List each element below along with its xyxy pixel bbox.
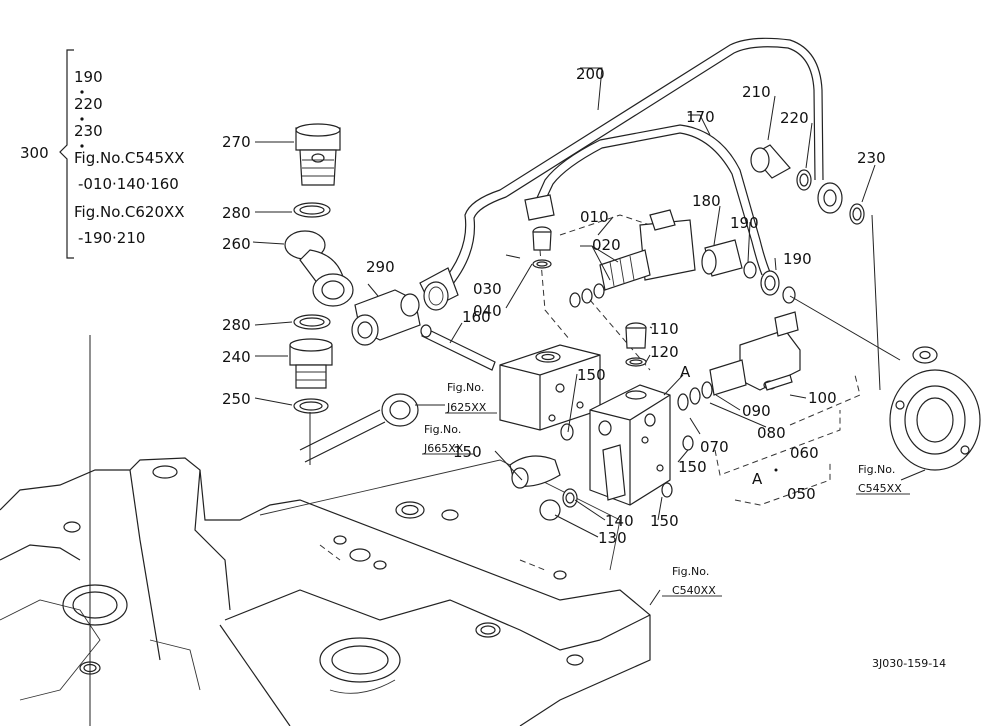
fitting-110 (625, 322, 647, 367)
label-a-2: A (752, 470, 763, 488)
ref-j665-line2: J665XX (423, 442, 464, 455)
solenoid-valve-020 (569, 209, 696, 308)
label-280-b: 280 (222, 316, 251, 334)
label-140: 140 (605, 512, 634, 530)
bracket-line-7: -190·210 (78, 229, 145, 247)
transmission-case (0, 457, 651, 726)
figure-references: Fig.No. J625XX Fig.No. J665XX Fig.No. C5… (422, 381, 910, 597)
part-labels: 200 210 220 230 170 270 280 260 010 020 … (222, 65, 886, 547)
ref-c545-line2: C545XX (858, 482, 902, 495)
label-150-d: 150 (650, 512, 679, 530)
flange-c545 (889, 346, 981, 471)
drawing-code: 3J030-159-14 (872, 657, 946, 670)
label-020: 020 (592, 236, 621, 254)
label-160: 160 (462, 308, 491, 326)
label-150-a: 150 (577, 366, 606, 384)
label-090: 090 (742, 402, 771, 420)
label-050: 050 (787, 485, 816, 503)
label-190-a: 190 (730, 214, 759, 232)
leader-lines (89, 67, 926, 726)
ref-c540-line2: C540XX (672, 584, 716, 597)
bracket-line-5: -010·140·160 (78, 175, 179, 193)
ref-j625-line2: J625XX (446, 401, 487, 414)
label-210: 210 (742, 83, 771, 101)
plug-130 (509, 455, 578, 521)
ref-c540-line1: Fig.No. (672, 565, 709, 578)
assembly-bracket: 300 190 220 230 Fig.No.C545XX -010·140·1… (20, 49, 185, 259)
label-120: 120 (650, 343, 679, 361)
label-070: 070 (700, 438, 729, 456)
bracket-line-3: 230 (74, 122, 103, 140)
label-250: 250 (222, 390, 251, 408)
label-010: 010 (580, 208, 609, 226)
ref-j625-line1: Fig.No. (447, 381, 484, 394)
label-200: 200 (576, 65, 605, 83)
pipe-170 (524, 124, 771, 276)
label-040: 040 (473, 302, 502, 320)
fitting-180 (701, 239, 796, 304)
label-280-a: 280 (222, 204, 251, 222)
label-150-b: 150 (453, 443, 482, 461)
ref-c545-line1: Fig.No. (858, 463, 895, 476)
bracket-line-1: 190 (74, 68, 103, 86)
label-130: 130 (598, 529, 627, 547)
label-180: 180 (692, 192, 721, 210)
valve-block-upper (499, 344, 601, 441)
label-080: 080 (757, 424, 786, 442)
solenoid-valve-100 (677, 311, 801, 411)
ref-j665-line1: Fig.No. (424, 423, 461, 436)
label-150-c: 150 (678, 458, 707, 476)
tee-fitting-290 (351, 289, 496, 371)
connector-030 (532, 226, 552, 269)
bracket-line-2: 220 (74, 95, 103, 113)
pipe-200 (419, 37, 824, 311)
label-060: 060 (790, 444, 819, 462)
label-190-b: 190 (783, 250, 812, 268)
label-100: 100 (808, 389, 837, 407)
valve-block-lower (589, 384, 694, 506)
label-240: 240 (222, 348, 251, 366)
label-a-1: A (680, 363, 691, 381)
hose-j625 (299, 393, 419, 463)
label-110: 110 (650, 320, 679, 338)
group-number-300: 300 (20, 144, 49, 162)
label-230: 230 (857, 149, 886, 167)
label-270: 270 (222, 133, 251, 151)
label-170: 170 (686, 108, 715, 126)
label-260: 260 (222, 235, 251, 253)
bracket-line-6: Fig.No.C620XX (74, 203, 185, 221)
bracket-line-4: Fig.No.C545XX (74, 149, 185, 167)
banjo-fittings-right (750, 144, 865, 225)
label-290: 290 (366, 258, 395, 276)
label-030: 030 (473, 280, 502, 298)
label-220: 220 (780, 109, 809, 127)
banjo-fittings-left (284, 123, 354, 414)
